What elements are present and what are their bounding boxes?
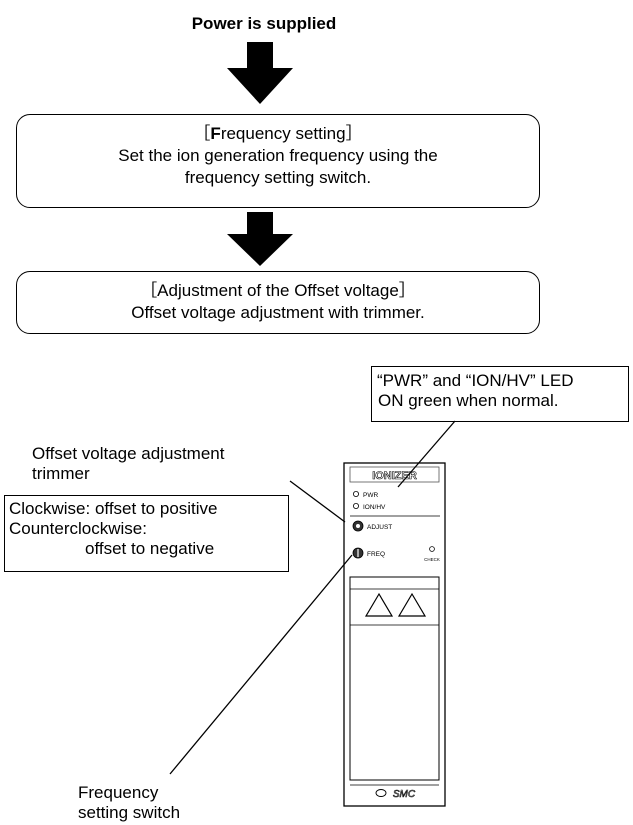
trimmer-label-line1: Offset voltage adjustment xyxy=(32,444,225,463)
led-leader-line xyxy=(397,420,456,488)
led-note-box: “PWR” and “ION/HV” LED ON green when nor… xyxy=(371,366,629,422)
frequency-label-line2: setting switch xyxy=(78,803,181,822)
step1-line1: Set the ion generation frequency using t… xyxy=(118,146,438,165)
led-note-line1: “PWR” and “ION/HV” LED xyxy=(377,371,574,390)
device-name-plate xyxy=(349,466,440,483)
step1-line2: frequency setting switch. xyxy=(184,168,372,187)
direction-note-line1: Clockwise: offset to positive xyxy=(9,499,218,518)
freq-leader-line xyxy=(169,554,353,775)
title-rest: requency setting xyxy=(220,124,346,143)
adjust-label: ADJUST xyxy=(367,524,392,531)
check-label: CHECK xyxy=(424,557,440,562)
trimmer-label: Offset voltage adjustment trimmer xyxy=(32,444,224,484)
ionhv-led-label: ION/HV xyxy=(363,504,386,511)
ionhv-led-icon xyxy=(352,502,359,509)
check-led-icon xyxy=(429,546,435,552)
down-arrow-2 xyxy=(227,212,293,266)
trimmer-label-line2: trimmer xyxy=(32,464,90,483)
frequency-label-line1: Frequency xyxy=(78,783,159,802)
freq-label: FREQ xyxy=(367,551,385,558)
offset-adjustment-step: ［Adjustment of the Offset voltage］ Offse… xyxy=(16,271,540,334)
led-note-line2: ON green when normal. xyxy=(378,391,559,410)
device-name: IONIZER xyxy=(372,470,417,482)
brand-label: SMC xyxy=(393,789,416,800)
device-window xyxy=(349,576,440,781)
down-arrow-1 xyxy=(227,42,293,104)
direction-note-line2: Counterclockwise: xyxy=(9,519,147,538)
pwr-led-icon xyxy=(352,490,359,497)
bracket-open: ［ xyxy=(193,124,211,143)
smc-logo-icon xyxy=(375,789,387,797)
direction-note-line3: offset to negative xyxy=(85,539,215,558)
bracket-close: ］ xyxy=(345,124,363,143)
step2-line1: Offset voltage adjustment with trimmer. xyxy=(131,303,425,322)
step1-title: ［Frequency setting］ xyxy=(17,123,539,145)
title-initial: F xyxy=(210,124,221,143)
flow-heading: Power is supplied xyxy=(191,14,337,33)
frequency-switch-label: Frequency setting switch xyxy=(78,783,180,823)
frequency-setting-step: ［Frequency setting］ Set the ion generati… xyxy=(16,114,540,208)
direction-note-box: Clockwise: offset to positive Counterclo… xyxy=(4,495,289,572)
pwr-led-label: PWR xyxy=(363,492,378,499)
triangle-icon-left xyxy=(364,592,394,617)
step2-title: ［Adjustment of the Offset voltage］ xyxy=(140,281,416,300)
triangle-icon-right xyxy=(397,592,427,617)
trimmer-leader-line xyxy=(289,480,346,523)
